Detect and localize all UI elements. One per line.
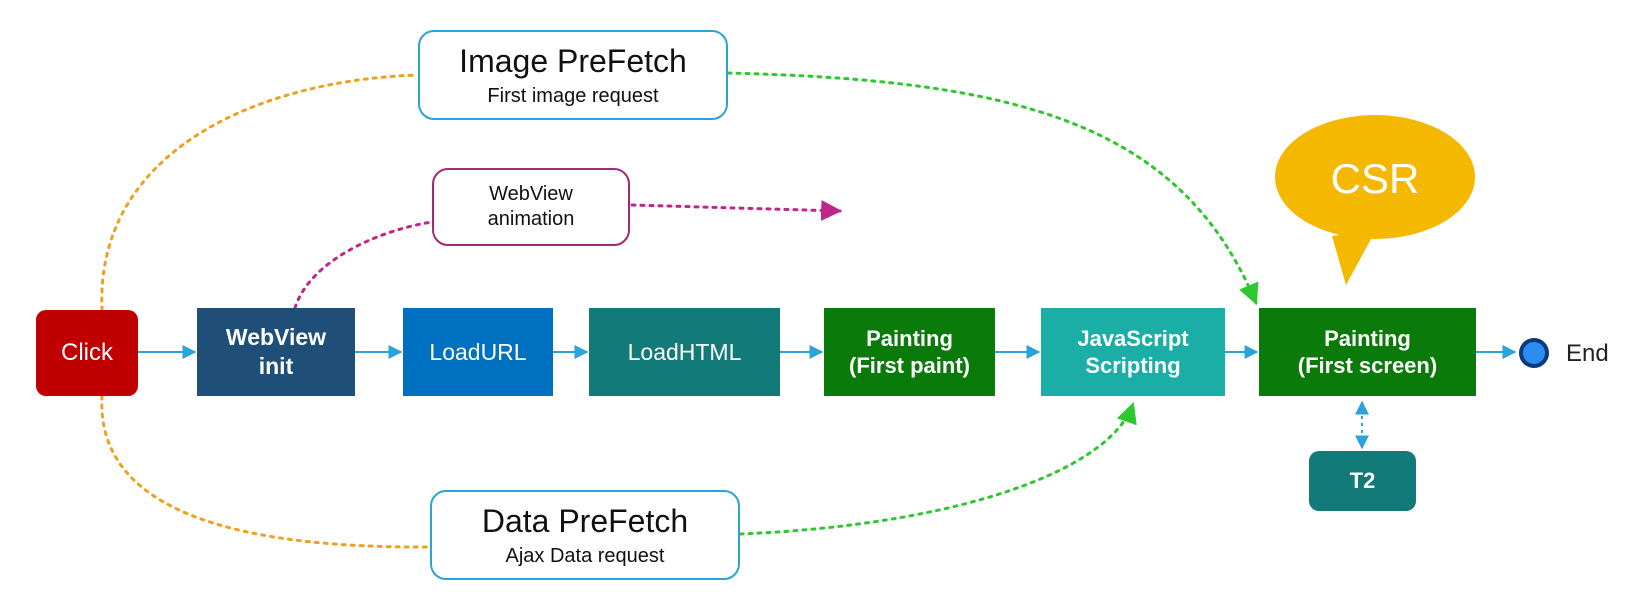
csr-bubble-label: CSR: [1330, 155, 1420, 202]
data-prefetch-subtitle: Ajax Data request: [505, 544, 665, 567]
data-prefetch-title: Data PreFetch: [481, 503, 689, 540]
orange-dotted-click-to-data-prefetch: [100, 394, 430, 549]
image-prefetch-title: Image PreFetch: [459, 43, 687, 80]
webview-animation-label: WebView animation: [487, 183, 575, 230]
image-prefetch-subtitle: First image request: [487, 84, 659, 107]
data-prefetch-box[interactable]: Data PreFetch Ajax Data request: [430, 490, 740, 580]
painting-first-screen-node[interactable]: Painting (First screen): [1259, 308, 1476, 396]
webview-animation-box[interactable]: WebView animation: [432, 168, 630, 246]
click-node[interactable]: Click: [36, 310, 138, 396]
webview-init-label: WebView init: [225, 324, 327, 379]
green-dotted-image-prefetch-to-first-screen: [726, 71, 1259, 305]
loadurl-node[interactable]: LoadURL: [403, 308, 553, 396]
painting-first-paint-node[interactable]: Painting (First paint): [824, 308, 995, 396]
loadhtml-label: LoadHTML: [627, 338, 742, 365]
click-label: Click: [61, 339, 113, 366]
image-prefetch-box[interactable]: Image PreFetch First image request: [418, 30, 728, 120]
magenta-dotted-webview-init-to-animation: [293, 220, 434, 310]
csr-speech-bubble: [1275, 115, 1475, 285]
orange-dotted-click-to-image-prefetch: [100, 73, 420, 312]
t2-node[interactable]: T2: [1309, 451, 1416, 511]
end-label: End: [1566, 340, 1609, 367]
green-dotted-data-prefetch-to-js: [738, 402, 1137, 536]
painting-first-screen-label: Painting (First screen): [1297, 325, 1438, 379]
magenta-dotted-animation-arrow: [630, 199, 843, 221]
javascript-scripting-label: JavaScript Scripting: [1077, 325, 1189, 379]
end-circle-icon: [1519, 338, 1549, 368]
javascript-scripting-node[interactable]: JavaScript Scripting: [1041, 308, 1225, 396]
loadhtml-node[interactable]: LoadHTML: [589, 308, 780, 396]
t2-label: T2: [1349, 468, 1376, 494]
webview-init-node[interactable]: WebView init: [197, 308, 355, 396]
loadurl-label: LoadURL: [429, 338, 527, 365]
painting-first-paint-label: Painting (First paint): [849, 325, 970, 379]
